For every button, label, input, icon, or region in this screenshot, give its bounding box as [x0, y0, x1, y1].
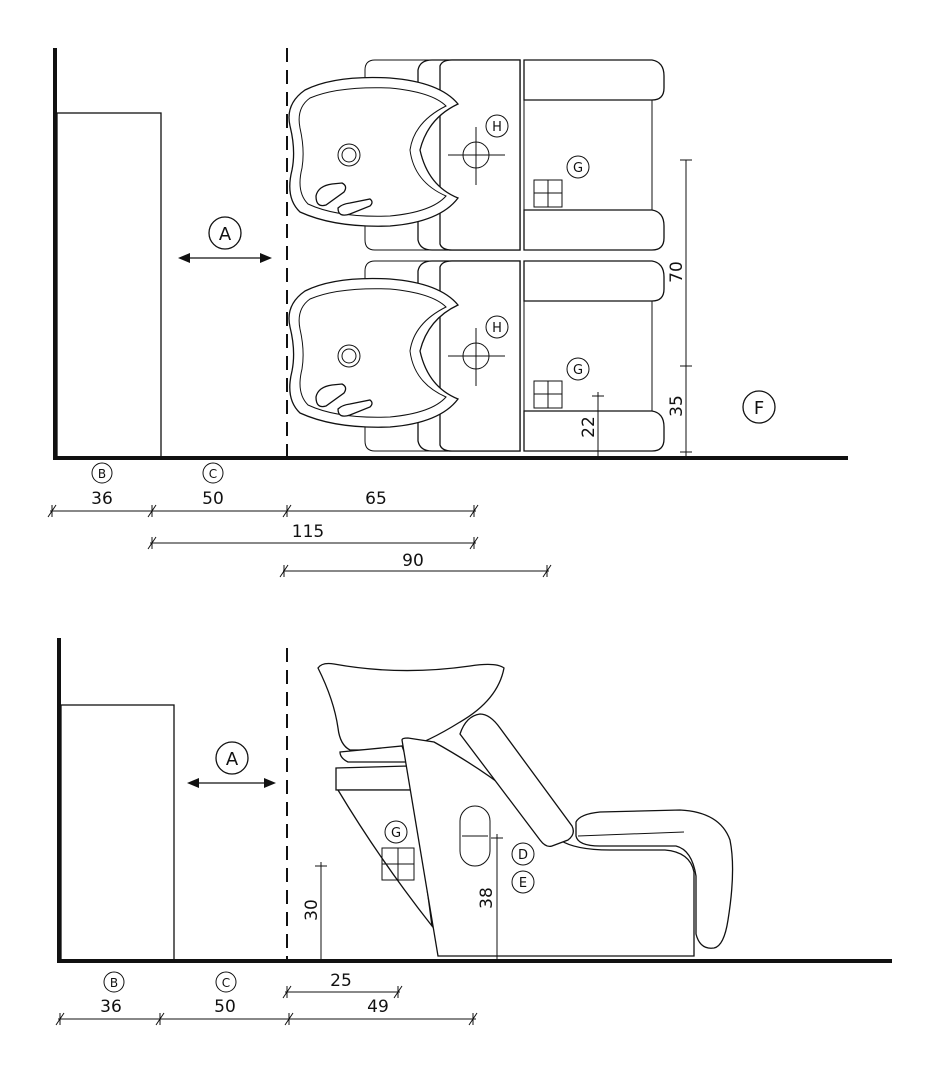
plan-callout-f-label: F: [754, 398, 764, 419]
plan-callout-h-top-label: H: [492, 120, 502, 135]
side-callout-e: E: [511, 870, 535, 894]
plan-callout-f: F: [742, 390, 776, 424]
plan-dim-cabinet-to-chair: 115: [292, 522, 324, 542]
side-callout-a-label: A: [226, 749, 239, 770]
side-dim-cabinet-to-line: 50: [214, 997, 236, 1017]
plan-dim-cabinet-to-line: 50: [202, 489, 224, 509]
side-callout-g: G: [384, 820, 408, 844]
plan-callout-g-top-label: G: [573, 161, 583, 176]
plan-unit-bottom: [288, 260, 665, 452]
plan-callout-a: A: [208, 216, 242, 250]
plan-cabinet: [56, 112, 162, 459]
side-backrest: [459, 713, 574, 848]
side-callout-a: A: [215, 741, 249, 775]
plan-view: [47, 48, 848, 578]
side-callout-c: C: [215, 971, 237, 993]
plan-callout-b: B: [91, 462, 113, 484]
plan-callout-c: C: [202, 462, 224, 484]
plan-callout-a-label: A: [219, 224, 232, 245]
side-drain-slot: [459, 805, 491, 867]
side-dim-line-to-drain: 49: [367, 997, 389, 1017]
side-callout-g-label: G: [391, 826, 401, 841]
side-dim-drain-height: 38: [477, 887, 497, 909]
side-basin: [317, 662, 505, 751]
side-callout-e-label: E: [519, 876, 527, 891]
side-pedestal: [336, 789, 433, 929]
side-callout-d: D: [511, 842, 535, 866]
side-callout-b: B: [103, 971, 125, 993]
plan-callout-h-bottom: H: [485, 315, 509, 339]
plan-callout-g-bottom-label: G: [573, 363, 583, 378]
plan-dim-outlet-height: 22: [579, 416, 599, 438]
plan-callout-g-bottom: G: [566, 357, 590, 381]
plan-callout-c-label: C: [209, 467, 217, 481]
side-dim-wall-to-cabinet: 36: [100, 997, 122, 1017]
side-dim-outlet-height: 30: [302, 899, 322, 921]
side-callout-c-label: C: [222, 976, 230, 990]
plan-callout-h-bottom-label: H: [492, 321, 502, 336]
plan-dim-unit-clearance: 35: [667, 395, 687, 417]
side-cabinet: [60, 704, 175, 962]
plan-dim-wall-to-cabinet: 36: [91, 489, 113, 509]
side-chair-body: [401, 737, 695, 957]
side-dim-line-to-outlet: 25: [330, 971, 352, 991]
plan-callout-h-top: H: [485, 114, 509, 138]
side-callout-d-label: D: [518, 848, 528, 863]
plan-callout-b-label: B: [98, 467, 106, 481]
plan-dim-unit-width: 70: [667, 261, 687, 283]
plan-unit-top: [288, 59, 665, 251]
side-view: [55, 638, 892, 1026]
side-seat: [575, 809, 734, 949]
plan-dim-line-to-chair: 65: [365, 489, 387, 509]
side-callout-b-label: B: [110, 976, 118, 990]
plan-callout-g-top: G: [566, 155, 590, 179]
plan-dim-line-to-end: 90: [402, 551, 424, 571]
